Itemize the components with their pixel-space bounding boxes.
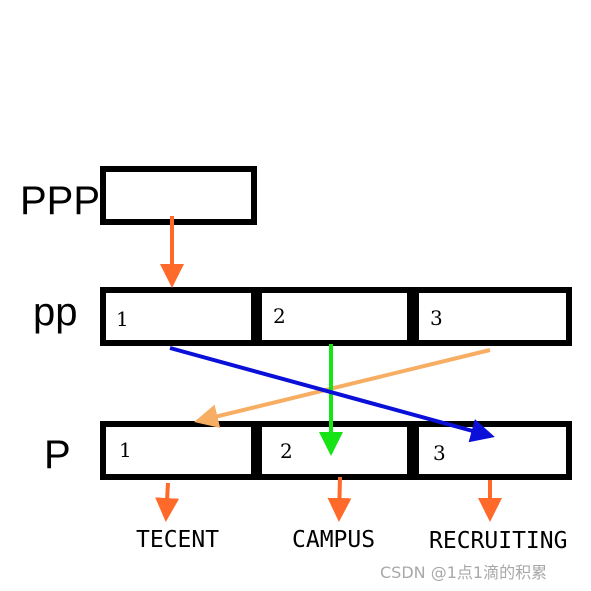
ppp-box xyxy=(100,166,257,225)
label-ppp: PPP xyxy=(20,179,100,223)
p-cell-2 xyxy=(256,421,413,480)
label-pp: pp xyxy=(33,290,78,334)
arrow-p1-to-output xyxy=(155,482,180,522)
pp-array: 1 2 3 xyxy=(100,287,572,346)
output-1: TECENT xyxy=(136,527,219,553)
pp-cell-2-label: 2 xyxy=(273,304,286,328)
pp-cell-1-label: 1 xyxy=(116,307,129,331)
p-cell-1 xyxy=(100,421,257,480)
output-2: CAMPUS xyxy=(292,527,375,553)
p-cell-3-label: 3 xyxy=(433,441,446,465)
p-cell-1-label: 1 xyxy=(119,438,132,462)
pp-cell-3 xyxy=(413,287,572,346)
watermark: CSDN @1点1滴的积累 xyxy=(380,563,547,582)
label-p: P xyxy=(44,433,71,477)
pp-cell-1 xyxy=(100,287,257,346)
output-3: RECRUITING xyxy=(429,528,567,554)
arrow-pp1-to-p3 xyxy=(169,346,495,443)
pp-cell-3-label: 3 xyxy=(430,306,443,330)
arrow-p2-to-output xyxy=(327,476,352,522)
arrow-pp3-to-p1 xyxy=(194,348,491,428)
pp-cell-2 xyxy=(256,287,413,346)
p-array: 1 2 3 xyxy=(100,421,572,480)
p-cell-2-label: 2 xyxy=(280,439,293,463)
